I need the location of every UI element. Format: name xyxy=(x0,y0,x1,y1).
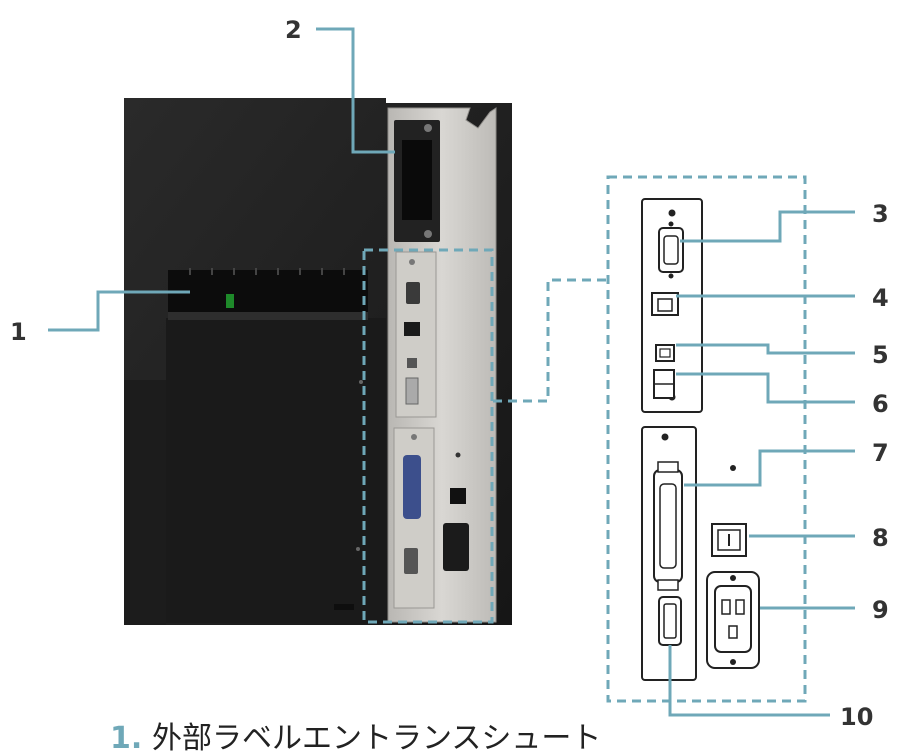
callout-9: 9 xyxy=(872,596,889,624)
callout-8: 8 xyxy=(872,524,889,552)
rear-cover xyxy=(166,318,386,623)
callout-1: 1 xyxy=(10,318,27,346)
leader-lines xyxy=(48,27,855,717)
callout-5: 5 xyxy=(872,341,889,369)
power-switch-icon xyxy=(711,523,747,557)
callout-7: 7 xyxy=(872,439,889,467)
vga-port-icon xyxy=(658,596,682,646)
callout-2: 2 xyxy=(285,16,302,44)
callout-3: 3 xyxy=(872,200,889,228)
callout-numbers: 1 2 3 4 5 6 7 8 9 10 xyxy=(10,16,889,731)
highlight-box-small xyxy=(362,248,494,624)
power-inlet-icon xyxy=(706,571,760,669)
callout-4: 4 xyxy=(872,284,889,312)
callout-10: 10 xyxy=(840,703,873,731)
callout-6: 6 xyxy=(872,390,889,418)
caption-number: 1. xyxy=(110,721,142,751)
ethernet-port-icon xyxy=(651,292,679,316)
leader-3 xyxy=(680,210,855,243)
parallel-port-icon xyxy=(653,461,683,591)
leader-7 xyxy=(684,449,855,487)
caption-text: 外部ラベルエントランスシュート xyxy=(152,721,601,751)
leader-6 xyxy=(676,372,855,404)
power-area-small xyxy=(443,452,469,571)
interface-plate-small xyxy=(395,251,437,418)
label-entrance-slot xyxy=(168,268,368,320)
usb-b-port-icon xyxy=(655,344,675,362)
leader-5 xyxy=(676,343,855,355)
leader-10 xyxy=(668,645,830,717)
zoomed-interface-panel xyxy=(493,175,807,703)
leader-2 xyxy=(316,27,395,154)
leader-1 xyxy=(48,290,190,332)
usb-host-port-icon xyxy=(653,369,675,399)
parallel-port-plate-small xyxy=(393,427,435,609)
printer-photo xyxy=(124,98,512,625)
rs232-port-icon xyxy=(658,221,684,279)
ribbon-core-cutout xyxy=(394,120,440,242)
caption: 1. 外部ラベルエントランスシュート xyxy=(110,721,601,751)
